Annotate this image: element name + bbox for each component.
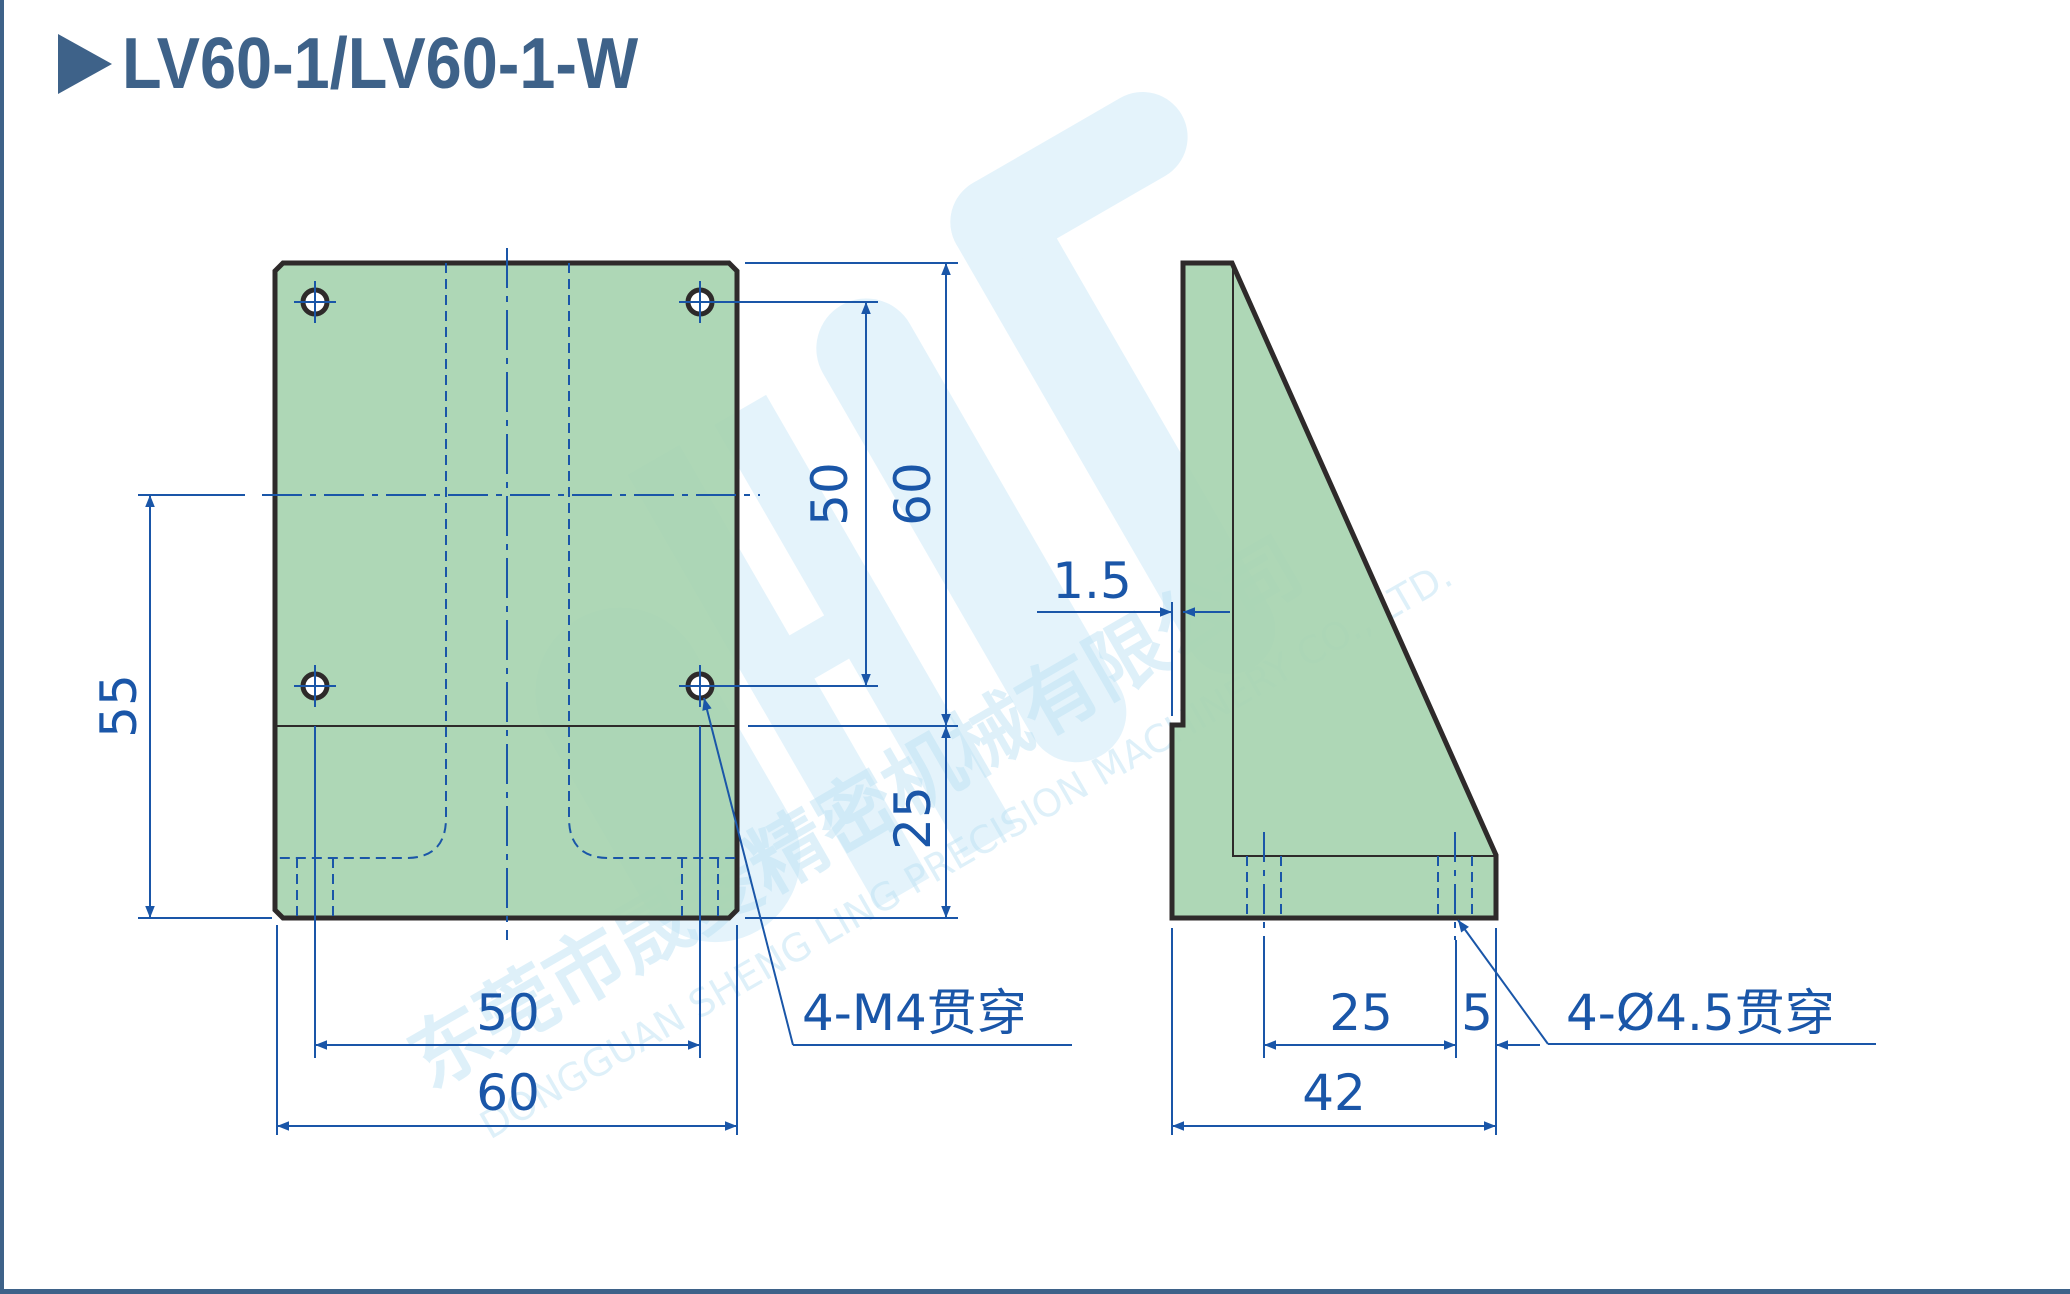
dim-hole-pitch-horizontal: 50 <box>476 984 540 1042</box>
dim-lower-height: 25 <box>884 786 942 850</box>
side-dimensions <box>1037 602 1876 1135</box>
dim-hole-to-edge: 5 <box>1461 984 1493 1042</box>
side-bracket <box>1169 260 1499 921</box>
title-bar: LV60-1/LV60-1-W <box>58 24 695 104</box>
triangle-right-icon <box>58 34 112 94</box>
callout-m4-through: 4-M4贯穿 <box>802 984 1027 1042</box>
front-dimensions <box>138 262 1072 1135</box>
dim-overall-width: 60 <box>476 1064 540 1122</box>
dim-center-height: 55 <box>90 674 148 738</box>
callout-hole-through: 4-Ø4.5贯穿 <box>1566 984 1835 1042</box>
dim-step: 1.5 <box>1052 552 1132 610</box>
dim-overall-depth: 42 <box>1302 1064 1366 1122</box>
dim-overall-height: 60 <box>884 462 942 526</box>
front-view <box>262 248 760 940</box>
dim-hole-to-hole: 25 <box>1329 984 1393 1042</box>
page-title: LV60-1/LV60-1-W <box>122 24 639 104</box>
side-view <box>1169 260 1499 940</box>
dim-hole-pitch-vertical: 50 <box>801 462 859 526</box>
